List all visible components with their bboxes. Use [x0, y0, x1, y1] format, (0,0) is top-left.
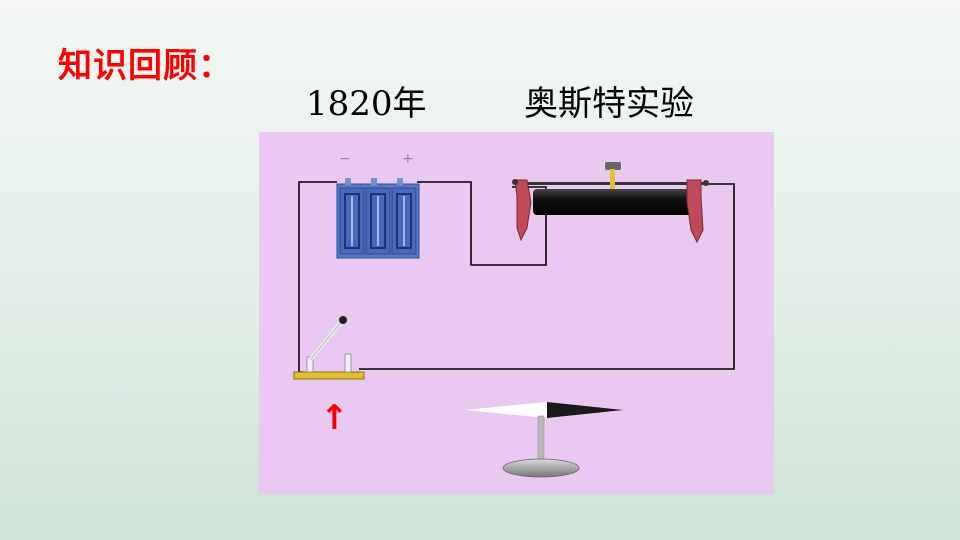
- review-label: 知识回顾：: [58, 46, 233, 86]
- current-arrow-icon: ↑: [320, 398, 349, 438]
- battery-icon: [336, 178, 420, 259]
- battery-negative-label: −: [339, 151, 351, 167]
- compass-needle-icon: [464, 402, 623, 478]
- battery-positive-label: +: [402, 151, 414, 167]
- switch-icon: [293, 316, 365, 380]
- rheostat-icon: [512, 162, 709, 244]
- experiment-title: 奥斯特实验: [524, 84, 694, 124]
- circuit-svg: − +: [293, 151, 735, 478]
- circuit-diagram: − +: [259, 132, 774, 494]
- year-label: 1820年: [306, 84, 427, 124]
